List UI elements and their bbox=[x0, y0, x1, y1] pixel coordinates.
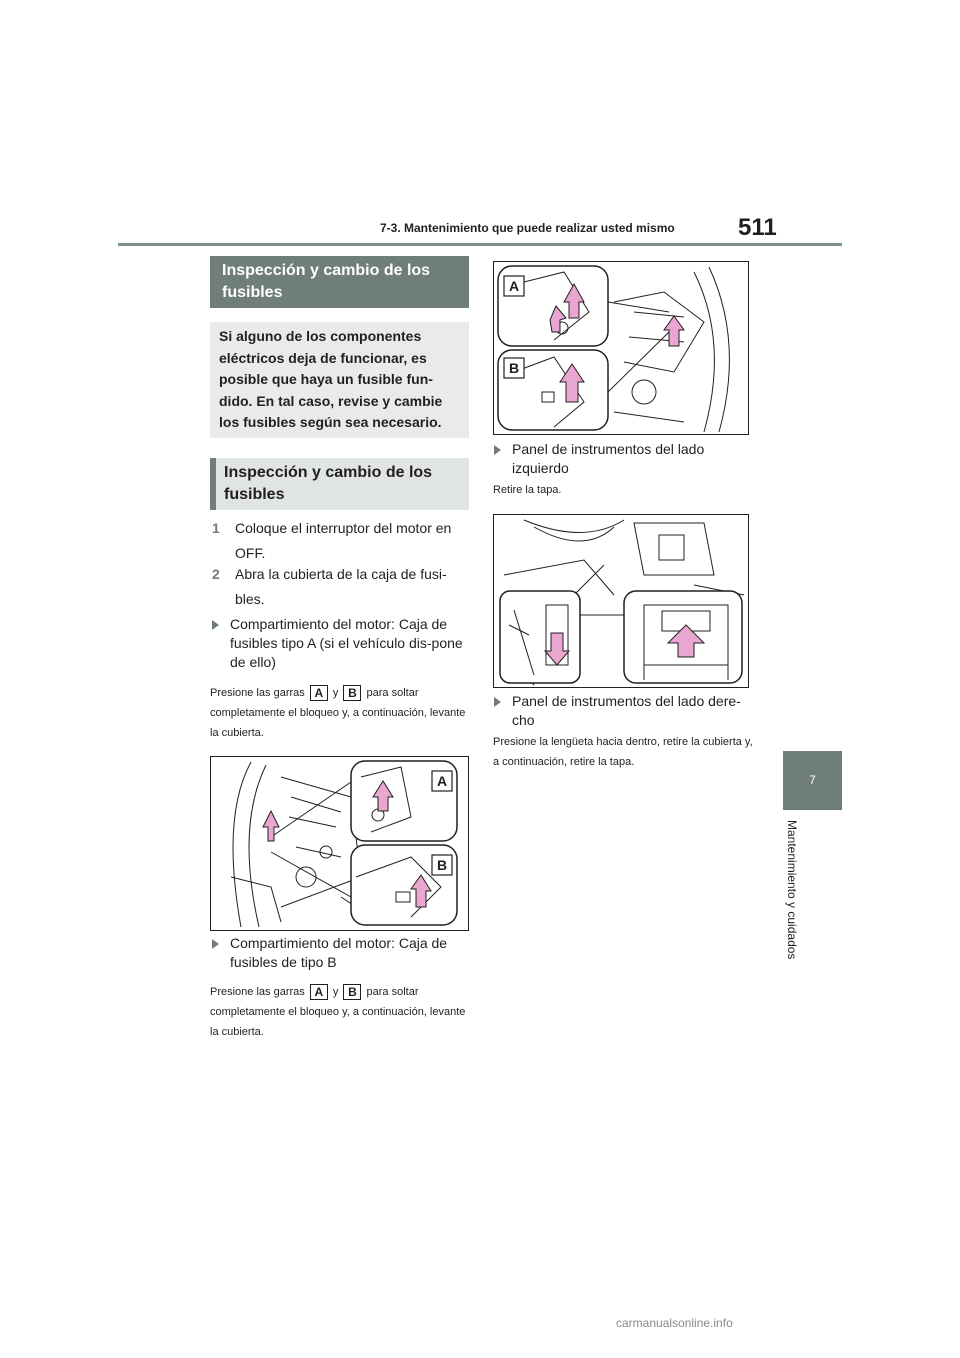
chapter-tab[interactable]: 7 bbox=[783, 751, 842, 810]
badge-a: A bbox=[309, 685, 328, 702]
step-text: Abra la cubierta de la caja de fusi-bles… bbox=[235, 566, 447, 607]
chapter-title: Mantenimiento y cuidados bbox=[785, 820, 799, 960]
note-right-panel: Presione la lengüeta hacia dentro, retir… bbox=[493, 736, 753, 768]
intro-box: Si alguno de los componentes eléctricos … bbox=[210, 322, 469, 438]
figure-label-a: A bbox=[509, 278, 519, 294]
step-text: Coloque el interruptor del motor en OFF. bbox=[235, 520, 452, 561]
section-heading: Inspección y cambio de los fusibles bbox=[210, 256, 469, 308]
badge-a: A bbox=[309, 984, 328, 1001]
bullet-triangle-icon bbox=[212, 620, 219, 630]
chapter-side-label: Mantenimiento y cuidados bbox=[779, 820, 809, 1040]
bullet-text: Compartimiento del motor: Caja de fusibl… bbox=[230, 935, 448, 970]
subsection-heading: Inspección y cambio de los fusibles bbox=[210, 458, 469, 510]
bullet-fusebox-a: Compartimiento del motor: Caja de fusibl… bbox=[212, 615, 474, 675]
step-number: 1 bbox=[212, 520, 220, 536]
dashboard-illustration bbox=[499, 519, 745, 686]
engine-illustration: A B bbox=[497, 265, 730, 433]
bullet-text: Panel de instrumentos del lado dere-cho bbox=[512, 693, 741, 728]
figure-label-a: A bbox=[437, 773, 447, 789]
bullet-right-panel: Panel de instrumentos del lado dere-cho bbox=[494, 692, 756, 732]
bullet-text: Panel de instrumentos del lado izquierdo bbox=[512, 441, 705, 476]
step-number: 2 bbox=[212, 566, 220, 582]
header-divider bbox=[118, 243, 842, 246]
figure-left-instrument-panel bbox=[493, 514, 749, 688]
page-number: 511 bbox=[738, 214, 777, 241]
note-fusebox-a: Presione las garras A y B para soltar co… bbox=[210, 685, 466, 739]
engine-illustration: A B bbox=[230, 760, 458, 928]
step-1: 1 Coloque el interruptor del motor en OF… bbox=[212, 516, 472, 566]
figure-label-b: B bbox=[437, 857, 447, 873]
bullet-triangle-icon bbox=[212, 939, 219, 949]
step-2: 2 Abra la cubierta de la caja de fusi-bl… bbox=[212, 562, 472, 612]
figure-engine-fusebox-a: A B bbox=[210, 756, 469, 931]
watermark: carmanualsonline.info bbox=[616, 1316, 733, 1330]
note-fusebox-b: Presione las garras A y B para soltar co… bbox=[210, 984, 466, 1038]
bullet-triangle-icon bbox=[494, 445, 501, 455]
bullet-triangle-icon bbox=[494, 697, 501, 707]
note-left-panel: Retire la tapa. bbox=[493, 484, 562, 496]
badge-b: B bbox=[343, 685, 362, 702]
bullet-left-panel: Panel de instrumentos del lado izquierdo bbox=[494, 440, 756, 480]
badge-b: B bbox=[343, 984, 362, 1001]
section-title: 7-3. Mantenimiento que puede realizar us… bbox=[380, 221, 675, 235]
bullet-fusebox-b: Compartimiento del motor: Caja de fusibl… bbox=[212, 934, 474, 974]
bullet-text: Compartimiento del motor: Caja de fusibl… bbox=[230, 616, 463, 670]
figure-label-b: B bbox=[509, 360, 519, 376]
figure-engine-fusebox-b: A B bbox=[493, 261, 749, 435]
